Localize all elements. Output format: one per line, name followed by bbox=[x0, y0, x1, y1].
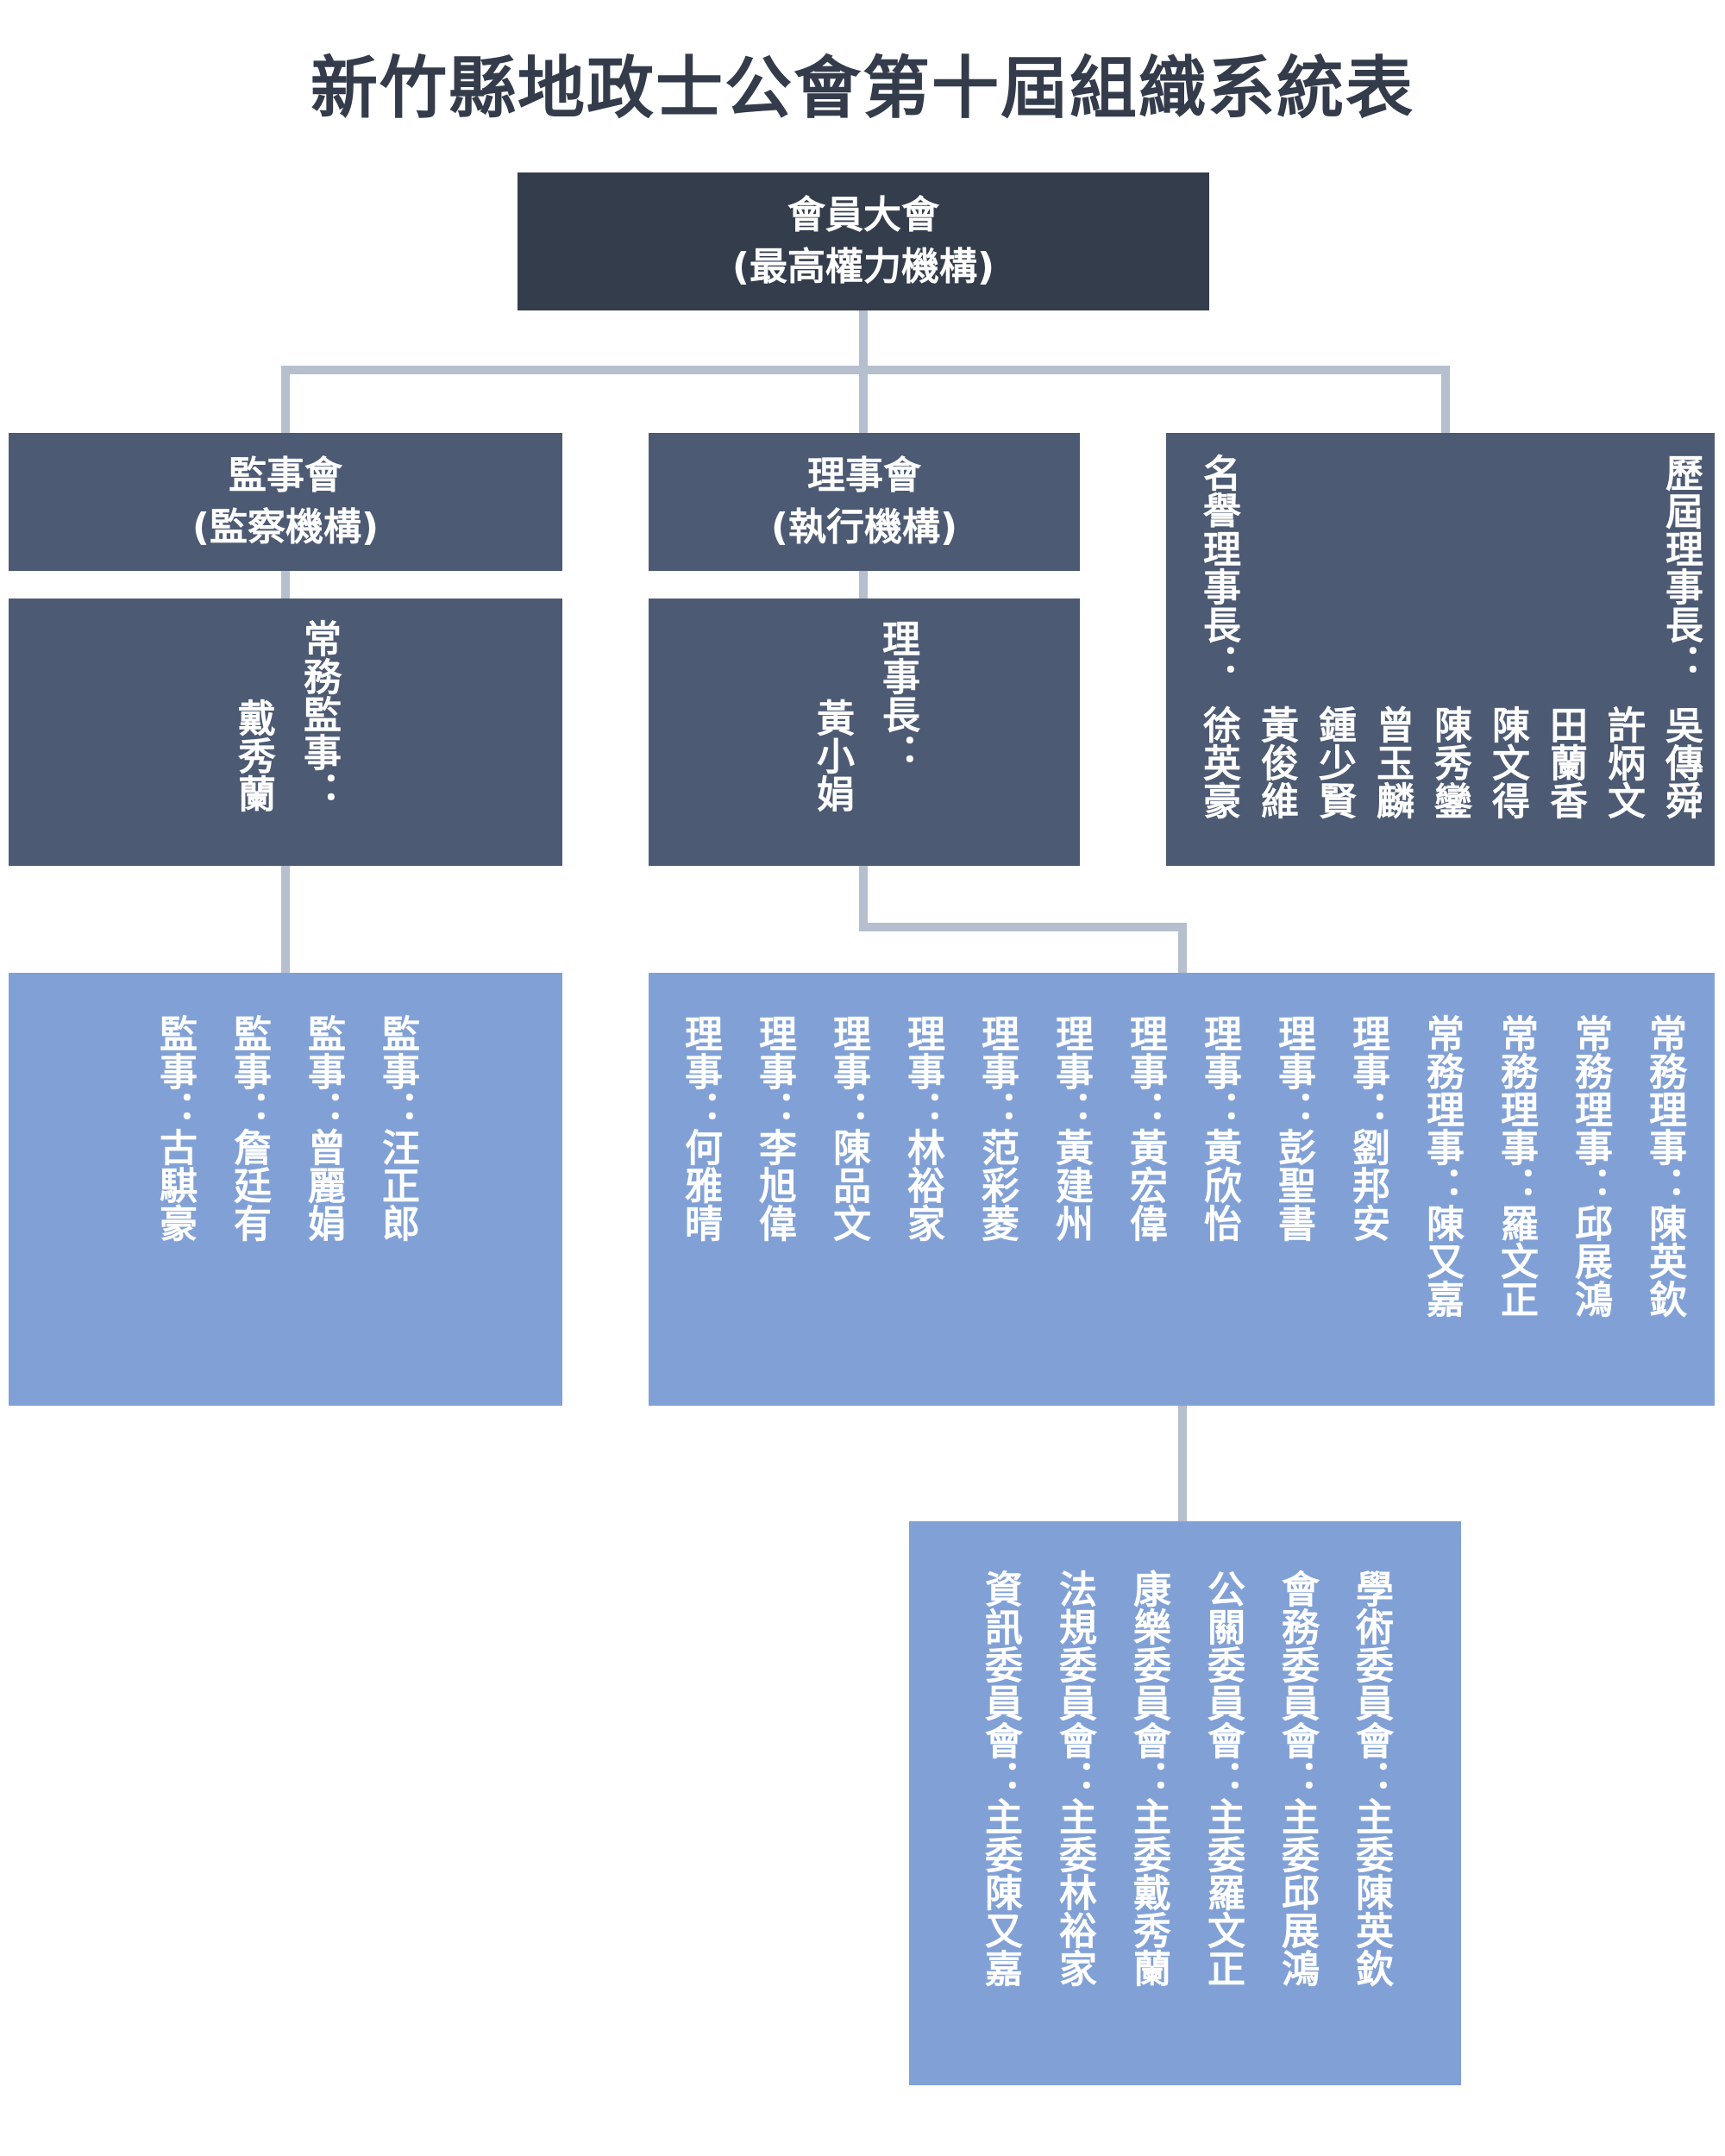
connector-directors-right bbox=[859, 923, 1187, 931]
connector-top-down bbox=[859, 309, 868, 371]
connector-committees bbox=[1178, 1404, 1187, 1521]
director-member: 常務理事：陳又嘉 bbox=[1420, 1014, 1464, 1318]
director-member: 理事：何雅晴 bbox=[678, 1014, 722, 1242]
supervisors-board-box: 監事會 (監察機構) bbox=[9, 433, 562, 571]
chairperson-role: 理事長： bbox=[875, 619, 919, 771]
director-member: 理事：黃建州 bbox=[1049, 1014, 1093, 1242]
past-chair-name: 陳秀鑾 bbox=[1427, 705, 1471, 819]
connector-directors-down bbox=[859, 864, 868, 930]
committee-item: 康樂委員會：主委戴秀蘭 bbox=[1126, 1570, 1170, 1987]
supervisor-member: 監事：汪正郎 bbox=[375, 1014, 419, 1242]
directors-board-title: 理事會 bbox=[807, 454, 921, 498]
past-chairs-names: 吳傳舜 許炳文 田蘭香 陳文得 陳秀鑾 曾玉麟 鍾少賢 黃俊維 徐英豪 bbox=[1166, 705, 1715, 861]
general-assembly-box: 會員大會 (最高權力機構) bbox=[518, 172, 1209, 310]
past-chairs-box: 歷屆理事長： 吳傳舜 許炳文 田蘭香 陳文得 陳秀鑾 曾玉麟 鍾少賢 黃俊維 徐… bbox=[1166, 433, 1715, 866]
past-chair-name: 吳傳舜 bbox=[1659, 705, 1703, 819]
supervisor-member: 監事：詹廷有 bbox=[227, 1014, 271, 1242]
general-assembly-subtitle: (最高權力機構) bbox=[731, 245, 995, 289]
chairperson-box: 理事長： 黃小娟 bbox=[649, 599, 1080, 866]
connector-supervisors-members bbox=[281, 864, 290, 973]
standing-supervisor-role: 常務監事： bbox=[297, 619, 341, 809]
supervisor-member: 監事：曾麗娟 bbox=[301, 1014, 345, 1242]
directors-list-box: 常務理事：陳英欽 常務理事：邱展鴻 常務理事：羅文正 常務理事：陳又嘉 理事：劉… bbox=[649, 973, 1715, 1406]
director-member: 理事：劉邦安 bbox=[1346, 1014, 1389, 1242]
committee-item: 公關委員會：主委羅文正 bbox=[1201, 1570, 1245, 1987]
director-member: 理事：陳品文 bbox=[826, 1014, 870, 1242]
past-chair-name: 陳文得 bbox=[1485, 705, 1529, 819]
directors-board-subtitle: (執行機構) bbox=[770, 505, 958, 549]
committee-item: 法規委員會：主委林裕家 bbox=[1052, 1570, 1096, 1987]
director-member: 理事：黃欣怡 bbox=[1197, 1014, 1241, 1242]
supervisor-member: 監事：古騏豪 bbox=[153, 1014, 197, 1242]
page-title: 新竹縣地政士公會第十屆組織系統表 bbox=[310, 50, 1414, 128]
director-member: 常務理事：陳英欽 bbox=[1642, 1014, 1686, 1318]
director-member: 常務理事：邱展鴻 bbox=[1568, 1014, 1612, 1318]
director-member: 理事：李旭偉 bbox=[752, 1014, 796, 1242]
committee-item: 資訊委員會：主委陳又嘉 bbox=[978, 1570, 1022, 1987]
past-chairs-label: 歷屆理事長： bbox=[1659, 454, 1703, 681]
committees-box: 學術委員會：主委陳英欽 會務委員會：主委邱展鴻 公關委員會：主委羅文正 康樂委員… bbox=[909, 1521, 1461, 2085]
standing-supervisor-name: 戴秀蘭 bbox=[231, 699, 275, 812]
connector-directors-inner bbox=[859, 571, 868, 600]
director-member: 理事：范彩菱 bbox=[975, 1014, 1019, 1242]
connector-supervisors-inner bbox=[281, 571, 290, 600]
supervisors-board-subtitle: (監察機構) bbox=[191, 505, 380, 549]
directors-board-box: 理事會 (執行機構) bbox=[649, 433, 1080, 571]
past-chair-name: 鍾少賢 bbox=[1312, 705, 1356, 819]
connector-to-past-chairs bbox=[1441, 366, 1450, 435]
supervisors-board-title: 監事會 bbox=[229, 454, 342, 498]
connector-to-directors bbox=[859, 366, 868, 435]
director-member: 常務理事：羅文正 bbox=[1494, 1014, 1538, 1318]
director-member: 理事：黃宏偉 bbox=[1123, 1014, 1167, 1242]
director-member: 理事：林裕家 bbox=[900, 1014, 944, 1242]
honorary-chair-label: 名譽理事長： bbox=[1196, 454, 1240, 681]
supervisors-list-box: 監事：汪正郎 監事：曾麗娟 監事：詹廷有 監事：古騏豪 bbox=[9, 973, 562, 1406]
director-member: 理事：彭聖書 bbox=[1271, 1014, 1315, 1242]
standing-supervisor-box: 常務監事： 戴秀蘭 bbox=[9, 599, 562, 866]
past-chair-name: 田蘭香 bbox=[1543, 705, 1587, 819]
past-chair-name: 徐英豪 bbox=[1196, 705, 1240, 819]
past-chair-name: 黃俊維 bbox=[1254, 705, 1298, 819]
past-chair-name: 曾玉麟 bbox=[1370, 705, 1414, 819]
connector-directors-members bbox=[1178, 923, 1187, 973]
connector-to-supervisors bbox=[281, 366, 290, 435]
general-assembly-title: 會員大會 bbox=[787, 193, 939, 237]
committee-item: 會務委員會：主委邱展鴻 bbox=[1275, 1570, 1319, 1987]
past-chair-name: 許炳文 bbox=[1601, 705, 1645, 819]
chairperson-name: 黃小娟 bbox=[810, 699, 854, 812]
committee-item: 學術委員會：主委陳英欽 bbox=[1349, 1570, 1393, 1987]
